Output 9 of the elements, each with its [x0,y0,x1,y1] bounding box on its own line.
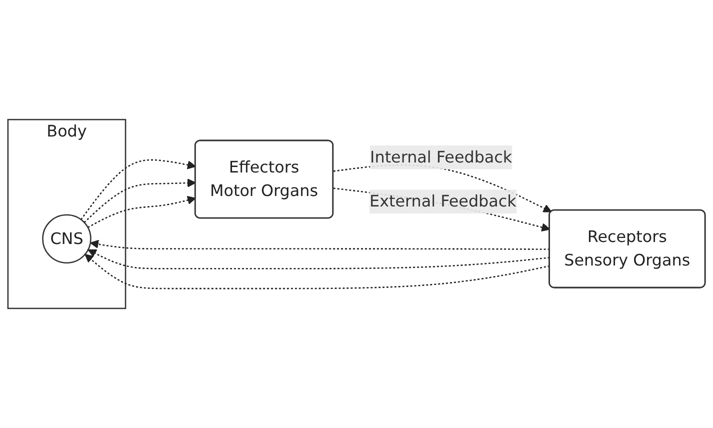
arrow [84,178,196,223]
edge-label: External Feedback [370,192,516,211]
edge-label: Internal Feedback [370,147,512,166]
arrow [88,249,550,270]
arrow [84,254,550,290]
arrow [80,159,196,220]
arrow [88,196,196,228]
node-circle: CNS [42,214,92,264]
arrow [90,240,550,250]
